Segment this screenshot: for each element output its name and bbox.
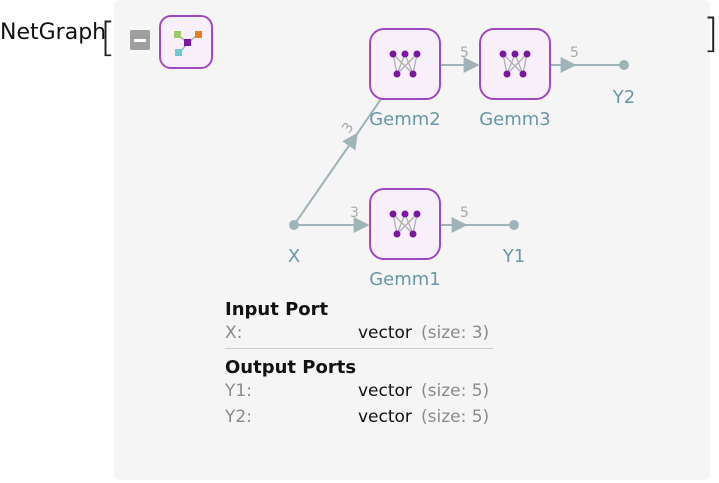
port-size: (size: 5) xyxy=(421,407,490,427)
node-label-gemm3: Gemm3 xyxy=(479,109,551,130)
port-label-y2: Y2 xyxy=(612,87,635,108)
layer-node-gemm3[interactable] xyxy=(479,28,551,100)
minus-icon[interactable] xyxy=(130,30,150,50)
input-port-heading: Input Port xyxy=(225,299,329,320)
port-name: Y2: xyxy=(225,407,252,427)
edge-size-label: 5 xyxy=(570,45,579,61)
port-x-dot xyxy=(289,220,299,230)
port-type: vector xyxy=(358,381,412,401)
port-row-x: X: vector (size: 3) xyxy=(225,320,500,346)
port-label-y1: Y1 xyxy=(502,246,525,267)
port-y1-dot xyxy=(509,220,519,230)
open-bracket: [ xyxy=(100,15,116,61)
edge-size-label: 3 xyxy=(350,205,359,221)
port-type: vector xyxy=(358,323,412,343)
port-row-y2: Y2: vector (size: 5) xyxy=(225,404,500,430)
neural-layer-icon xyxy=(389,210,421,238)
port-size: (size: 3) xyxy=(421,323,490,343)
edge-size-label: 5 xyxy=(460,205,469,221)
port-type: vector xyxy=(358,407,412,427)
layer-node-gemm2[interactable] xyxy=(369,28,441,100)
port-size: (size: 5) xyxy=(421,381,490,401)
port-name: X: xyxy=(225,323,243,343)
output-ports-heading: Output Ports xyxy=(225,357,357,378)
edge-x-gemm2-tail xyxy=(356,98,382,135)
layer-node-gemm1[interactable] xyxy=(369,188,441,260)
port-summary: Input Port X: vector (size: 3) Output Po… xyxy=(225,299,500,430)
port-y2-dot xyxy=(619,60,629,70)
network-graph-icon[interactable] xyxy=(159,15,213,69)
node-label-gemm2: Gemm2 xyxy=(369,109,441,130)
node-label-gemm1: Gemm1 xyxy=(369,269,441,290)
port-name: Y1: xyxy=(225,381,252,401)
close-bracket: ] xyxy=(703,11,719,57)
edge-size-label: 3 xyxy=(339,120,357,136)
section-divider xyxy=(225,348,493,349)
neural-layer-icon xyxy=(499,50,531,78)
netgraph-head: NetGraph xyxy=(0,20,107,45)
edge-size-label: 5 xyxy=(460,45,469,61)
network-graph-glyph xyxy=(174,31,202,56)
port-row-y1: Y1: vector (size: 5) xyxy=(225,378,500,404)
port-label-x: X xyxy=(288,246,300,267)
edge-x-gemm2 xyxy=(293,132,358,226)
neural-layer-icon xyxy=(389,50,421,78)
